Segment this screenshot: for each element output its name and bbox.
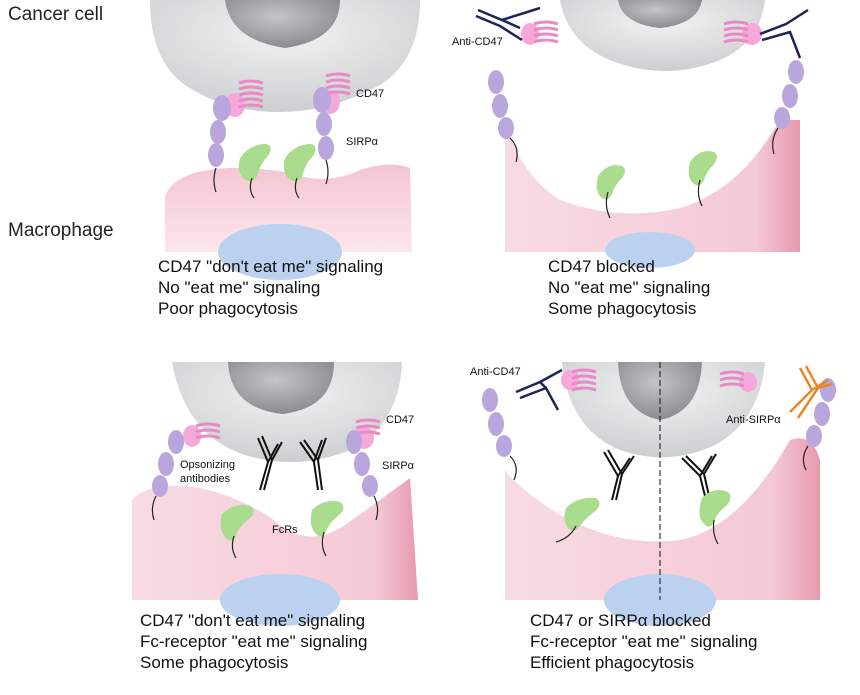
caption-line: CD47 blocked [548,257,655,276]
fc-receptor [238,144,271,199]
cd47-protein [719,370,757,392]
sirpa-receptor [151,430,184,521]
label-sirpa: SIRPα [382,460,415,472]
label-anti-sirpa: Anti-SIRPα [726,414,781,426]
label-cd47: CD47 [356,88,385,100]
sirpa-receptor [802,378,836,471]
macrophage-nucleus [220,574,340,626]
macrophage-nucleus [605,232,695,268]
cancer-nucleus [618,0,702,28]
cd47-protein [521,20,559,45]
caption-top-left: CD47 "don't eat me" signaling No "eat me… [158,256,383,319]
caption-line: Fc-receptor "eat me" signaling [530,632,758,651]
label-opsonizing-line-2: antibodies [180,473,231,485]
anti-cd47-antibody [515,368,563,411]
macrophage-cell [505,120,800,252]
sirpa-receptor [482,388,517,481]
caption-line: Some phagocytosis [140,653,289,672]
anti-sirpa-antibody [789,365,833,419]
row-label-macrophage: Macrophage [8,220,114,241]
opsonizing-antibody [299,437,327,491]
cancer-nucleus [228,362,334,414]
fc-receptor [283,144,316,199]
cd47-protein [723,20,762,45]
macrophage-cell [132,478,418,600]
caption-line: No "eat me" signaling [158,278,321,297]
label-cd47: CD47 [386,414,415,426]
fc-receptor [555,497,600,543]
sirpa-receptor [346,430,379,521]
fc-receptor [220,505,254,559]
caption-bottom-right: CD47 or SIRPα blocked Fc-receptor "eat m… [530,610,758,673]
panel-bottom-right [482,362,836,626]
row-label-cancer-cell: Cancer cell [8,4,104,25]
cancer-cell [150,0,420,112]
label-sirpa: SIRPα [346,136,379,148]
fc-receptor [596,165,625,219]
panel-top-left [150,0,420,280]
fc-receptor [699,490,731,545]
label-anti-cd47: Anti-CD47 [452,36,503,48]
fc-receptor [310,501,344,557]
anti-cd47-antibody [475,6,541,42]
sirpa-receptor [488,70,518,163]
caption-line: CD47 "don't eat me" signaling [140,611,366,630]
label-opsonizing-antibodies: Opsonizing antibodies [180,458,235,486]
macrophage-cell [165,164,412,252]
cancer-nucleus [225,0,340,48]
sirpa-receptor [313,87,334,185]
sirpa-receptor [772,60,804,155]
label-opsonizing-line-1: Opsonizing [180,459,236,471]
sirpa-receptor [208,95,231,193]
caption-line: CD47 or SIRPα blocked [530,611,711,630]
caption-line: No "eat me" signaling [548,278,711,297]
opsonizing-antibody [257,435,283,491]
anti-cd47-antibody [759,8,809,59]
cd47-protein [561,368,597,392]
macrophage-cell [505,438,820,600]
caption-top-right: CD47 blocked No "eat me" signaling Some … [548,256,710,319]
panel-bottom-left [132,362,418,626]
caption-bottom-left: CD47 "don't eat me" signaling Fc-recepto… [140,610,368,673]
caption-line: Poor phagocytosis [158,299,298,318]
macrophage-nucleus [218,224,342,280]
caption-line: CD47 "don't eat me" signaling [158,257,384,276]
caption-line: Some phagocytosis [548,299,697,318]
fc-receptor [688,151,717,207]
cancer-cell [560,0,765,71]
opsonizing-antibody [603,449,635,501]
cd47-protein [183,422,221,447]
caption-line: Efficient phagocytosis [530,653,695,672]
panel-top-right [475,0,809,268]
label-fcrs: FcRs [272,524,298,536]
caption-line: Fc-receptor "eat me" signaling [140,632,368,651]
label-anti-cd47: Anti-CD47 [470,366,521,378]
